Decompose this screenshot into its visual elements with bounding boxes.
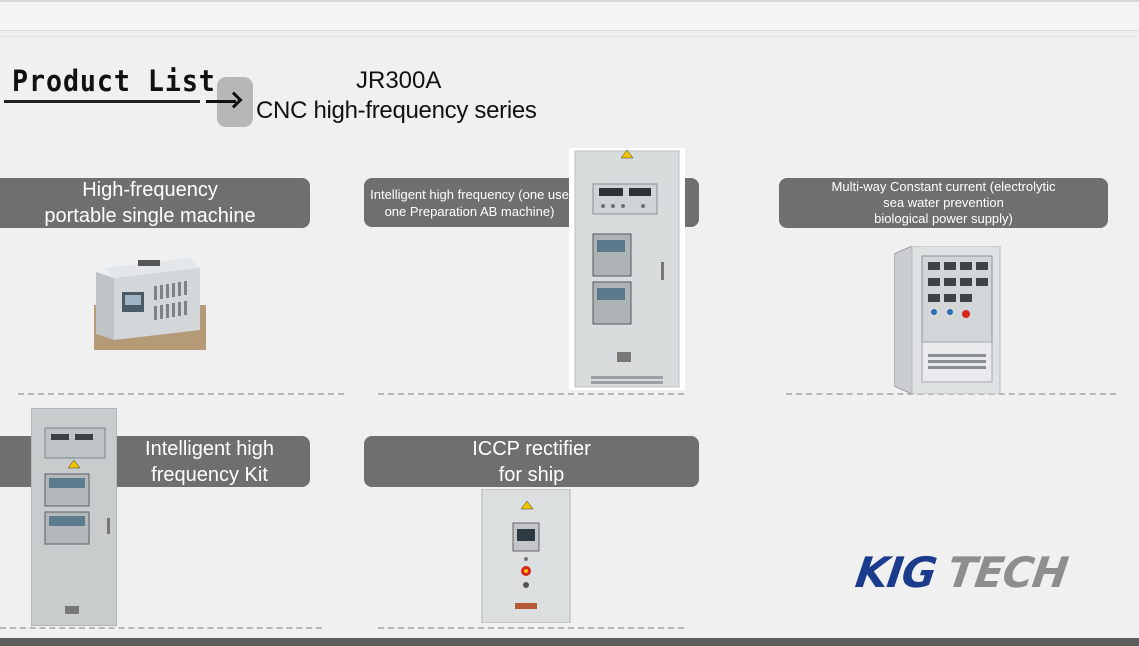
label-line: Intelligent high <box>145 437 274 460</box>
divider <box>378 393 684 395</box>
series-name: CNC high-frequency series <box>256 97 537 124</box>
top-bar <box>0 0 1139 31</box>
divider <box>18 393 344 395</box>
bottom-bar <box>0 638 1139 646</box>
label-line: sea water prevention <box>883 195 1004 210</box>
product-label-multiway[interactable]: Multi-way Constant current (electrolytic… <box>779 178 1108 228</box>
series-model: JR300A <box>356 67 442 94</box>
portable-machine-image[interactable] <box>94 250 206 350</box>
divider <box>378 627 684 629</box>
label-line: portable single machine <box>44 205 256 227</box>
label-line: one Preparation AB machine) <box>384 203 555 219</box>
arrow-right-icon <box>206 100 236 103</box>
label-line: Intelligent high frequency (one use <box>370 186 569 202</box>
label-line: Multi-way Constant current (electrolytic <box>831 179 1056 194</box>
label-line: for ship <box>498 463 565 486</box>
product-label-portable[interactable]: High-frequency portable single machine <box>0 178 310 228</box>
tall-cabinet-image[interactable] <box>569 148 685 390</box>
logo-part-tech: TECH <box>944 548 1071 597</box>
iccp-rectifier-image[interactable] <box>479 489 573 623</box>
divider <box>786 393 1116 395</box>
label-line: frequency Kit <box>151 463 268 486</box>
multiway-cabinet-image[interactable] <box>894 246 1002 394</box>
kit-cabinet-image[interactable] <box>31 408 117 626</box>
logo-part-kig: KIG <box>852 548 940 597</box>
title-underline <box>4 100 200 103</box>
label-line: ICCP rectifier <box>472 437 591 460</box>
top-border <box>0 0 1139 2</box>
divider <box>0 627 322 629</box>
product-label-iccp[interactable]: ICCP rectifier for ship <box>364 436 699 487</box>
label-line: biological power supply) <box>874 211 1013 226</box>
page-title: Product List <box>12 64 216 98</box>
label-line: High-frequency <box>82 179 218 201</box>
